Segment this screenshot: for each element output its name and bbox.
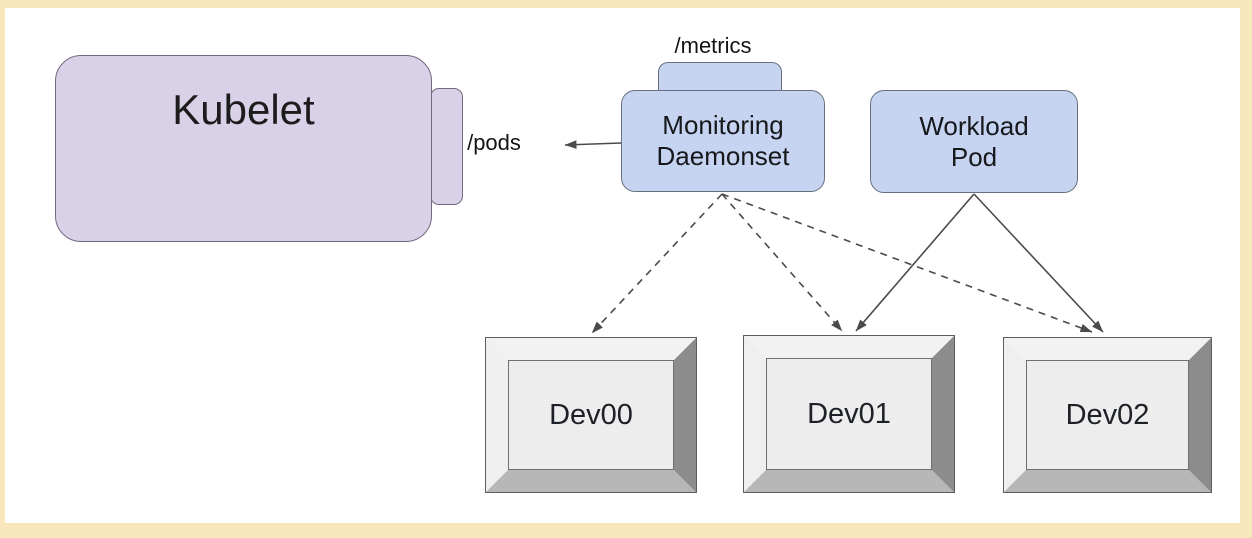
device-bevel-frame: Dev02 — [1004, 338, 1211, 492]
device-bevel-frame: Dev00 — [486, 338, 696, 492]
edge-workload-to-dev01 — [855, 193, 975, 332]
kubelet-label: Kubelet — [172, 86, 315, 133]
edge-daemonset-to-dev02 — [721, 193, 1093, 333]
device-label-dev01: Dev01 — [766, 358, 932, 470]
device-node-dev00: Dev00 — [485, 337, 697, 493]
monitoring-daemonset-label: Monitoring Daemonset — [656, 110, 790, 171]
edge-workload-to-dev02 — [973, 193, 1104, 333]
edge-daemonset-to-dev00 — [591, 193, 723, 334]
workload-pod-label: Workload Pod — [919, 110, 1029, 172]
pods-endpoint-label: /pods — [467, 130, 521, 155]
metrics-port-tab-shape — [658, 62, 782, 94]
metrics-endpoint-label: /metrics — [674, 33, 752, 58]
device-node-dev01: Dev01 — [743, 335, 955, 493]
monitoring-daemonset-node: Monitoring Daemonset — [621, 90, 825, 192]
device-node-dev02: Dev02 — [1003, 337, 1212, 493]
kubelet-port-tab-shape — [430, 88, 463, 205]
device-bevel-frame: Dev01 — [744, 336, 954, 492]
workload-pod-node: Workload Pod — [870, 90, 1078, 193]
device-label-dev02: Dev02 — [1026, 360, 1189, 470]
kubelet-node: Kubelet — [55, 55, 432, 242]
device-label-dev00: Dev00 — [508, 360, 674, 470]
edge-daemonset-to-dev01 — [721, 193, 843, 332]
edge-daemonset-to-pods — [564, 140, 622, 149]
